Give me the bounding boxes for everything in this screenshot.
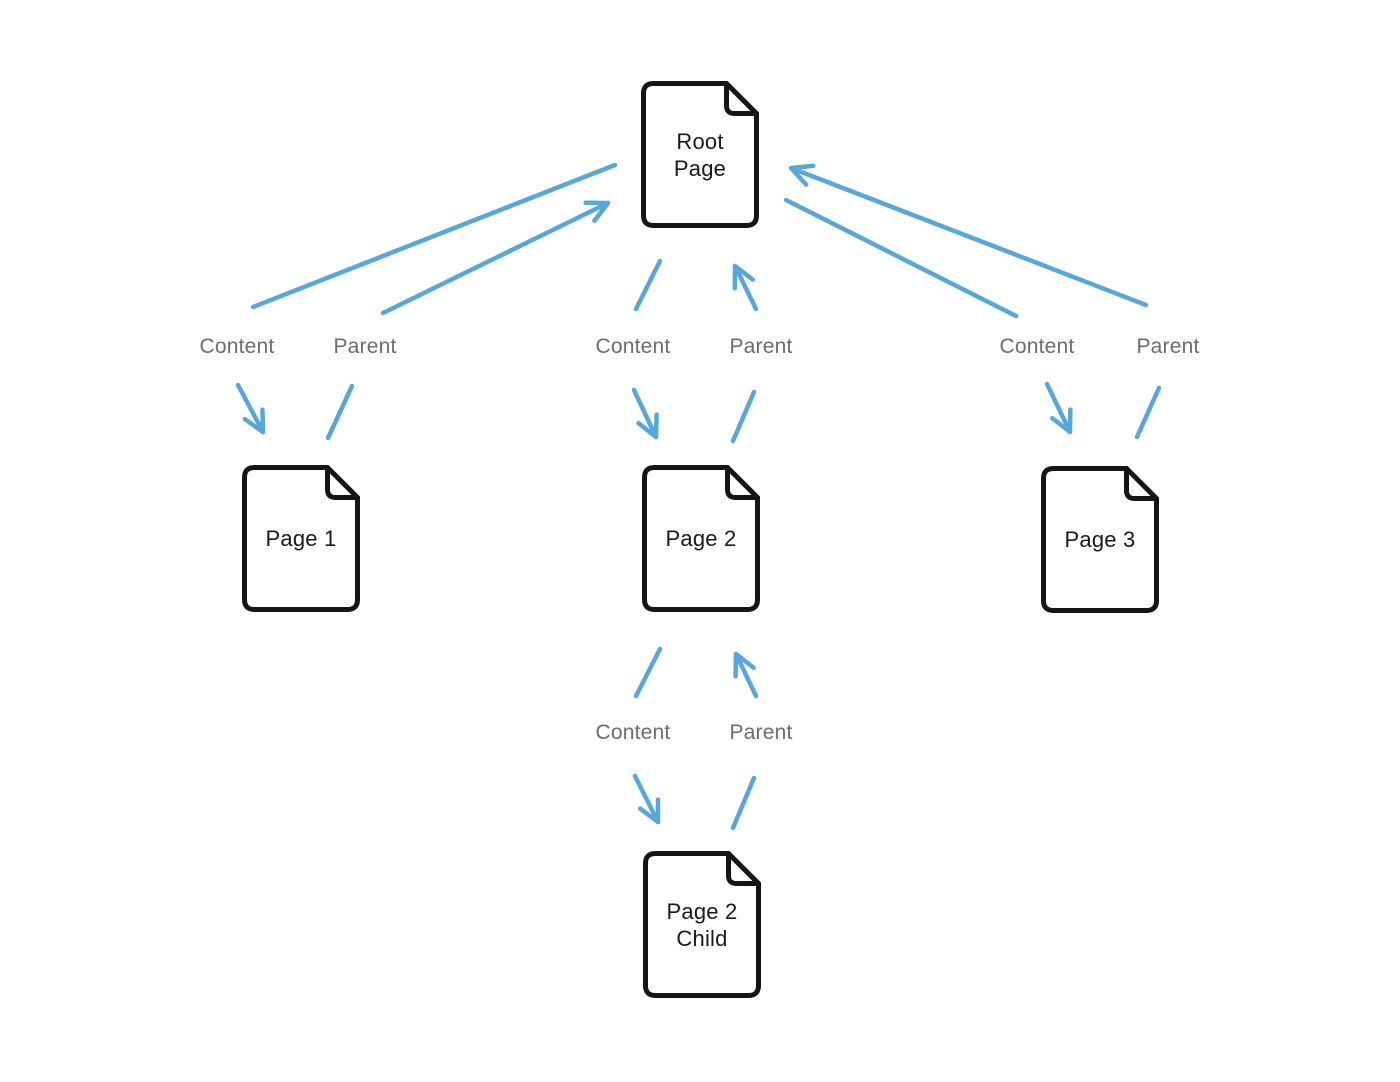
edge-label-parent-right: Parent: [1136, 335, 1200, 358]
document-icon: [1041, 466, 1159, 613]
node-label-page-2-child: Page 2 Child: [643, 851, 761, 998]
node-label-page-3: Page 3: [1041, 466, 1159, 613]
edge-label-parent-bottom: Parent: [729, 721, 793, 744]
node-page-2: Page 2: [642, 465, 760, 612]
edge-page2-root-parent-arrow: [732, 263, 759, 312]
edge-page3-root-parent-arrow: [788, 163, 1149, 308]
edge-child-page2-parent-arrow: [733, 651, 759, 699]
edge-label-content-bottom: Content: [595, 721, 671, 744]
edge-root-page1-content-upper: [250, 162, 618, 310]
edge-label-parent-middle: Parent: [729, 335, 793, 358]
node-page-1: Page 1: [242, 465, 360, 612]
edge-label-content-middle: Content: [595, 335, 671, 358]
node-label-root-page: Root Page: [641, 81, 759, 228]
node-label-line: Child: [676, 925, 728, 951]
node-label-line: Page 2: [665, 526, 737, 551]
edge-page2-root-parent-lower: [730, 389, 757, 444]
document-icon: [242, 465, 360, 612]
edge-label-content-right: Content: [999, 335, 1075, 358]
node-label-line: Root: [676, 128, 724, 154]
edge-root-page2-content-upper: [633, 258, 663, 312]
edge-root-page3-content-arrow: [1044, 381, 1073, 435]
edge-root-page1-content-arrow: [235, 382, 266, 435]
node-label-page-1: Page 1: [242, 465, 360, 612]
edge-child-page2-parent-lower: [730, 775, 757, 831]
edge-page2-child-content-arrow: [632, 773, 661, 825]
edge-page1-root-parent-arrow: [380, 200, 611, 316]
edge-page2-child-content-upper: [633, 646, 663, 699]
node-page-2-child: Page 2 Child: [643, 851, 761, 998]
node-page-3: Page 3: [1041, 466, 1159, 613]
edge-label-parent-left: Parent: [333, 335, 397, 358]
edge-root-page3-content-upper: [783, 197, 1019, 319]
node-label-line: Page 3: [1064, 527, 1136, 552]
node-label-line: Page: [673, 155, 727, 181]
node-root-page: Root Page: [641, 81, 759, 228]
node-label-page-2: Page 2: [642, 465, 760, 612]
edge-page1-root-parent-lower: [325, 383, 355, 441]
edge-page3-root-parent-lower: [1134, 385, 1162, 440]
document-icon: [641, 81, 759, 228]
document-icon: [643, 851, 761, 998]
edge-label-content-left: Content: [199, 335, 275, 358]
document-icon: [642, 465, 760, 612]
edge-root-page2-content-arrow: [631, 387, 659, 440]
node-label-line: Page 1: [265, 526, 337, 551]
node-label-line: Page 2: [666, 898, 738, 924]
